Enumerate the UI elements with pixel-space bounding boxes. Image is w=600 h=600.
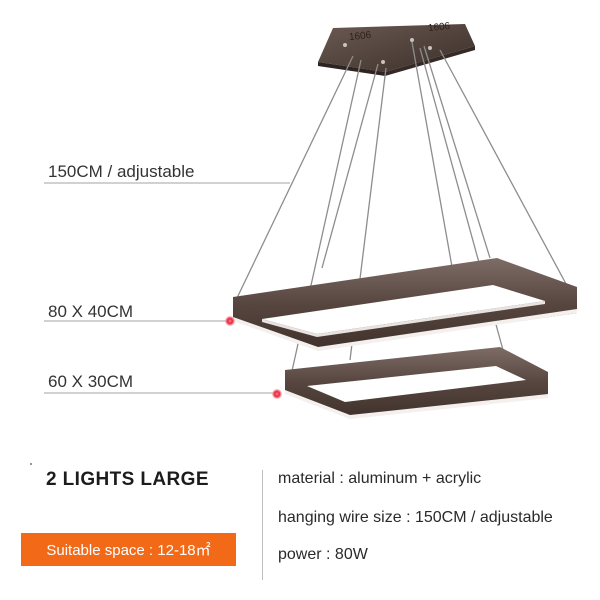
suitable-space-text: Suitable space : 12-18㎡ [46, 542, 211, 559]
decorative-dot [30, 463, 32, 465]
large-ring [233, 258, 577, 351]
wire-length-label: 150CM / adjustable [48, 162, 195, 181]
section-divider [262, 470, 263, 580]
spec-power: power : 80W [278, 546, 368, 563]
canopy-stamp-left: 1606 [348, 29, 372, 44]
large-ring-size-label: 80 X 40CM [48, 302, 134, 321]
leader-lines [44, 182, 290, 394]
spec-hanging-wire: hanging wire size : 150CM / adjustable [278, 509, 553, 526]
small-ring-marker [272, 389, 282, 399]
product-title: 2 LIGHTS LARGE [46, 469, 209, 490]
spec-material: material : aluminum + acrylic [278, 470, 482, 487]
ceiling-canopy [318, 24, 475, 76]
canopy-stamp-right: 1606 [427, 20, 451, 35]
small-ring [285, 347, 548, 419]
large-ring-marker [225, 316, 235, 326]
suitable-space-badge: Suitable space : 12-18㎡ [21, 533, 236, 566]
small-ring-size-label: 60 X 30CM [48, 372, 134, 391]
